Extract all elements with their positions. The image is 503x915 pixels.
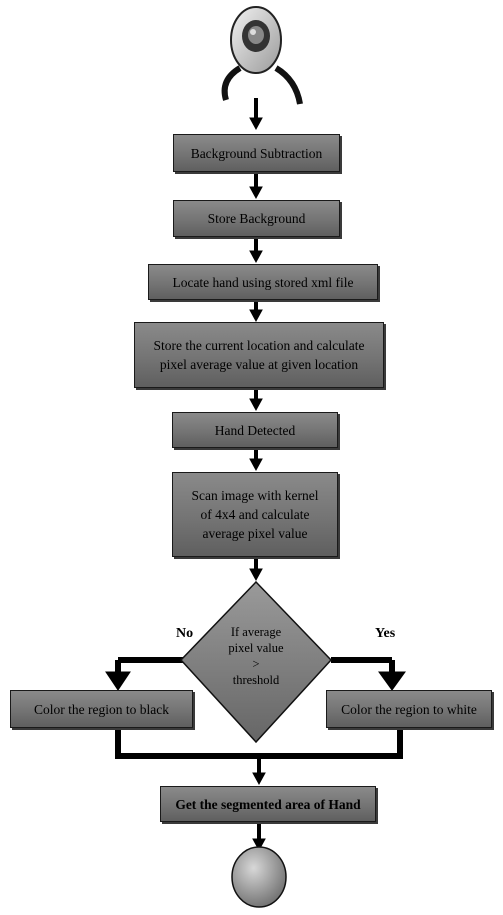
step-label: Color the region to black [34, 701, 169, 717]
step-label: Get the segmented area of Hand [175, 796, 361, 812]
color-black-step: Color the region to black [10, 690, 193, 728]
background-subtraction-step: Background Subtraction [173, 134, 340, 172]
step-label-line-1: Store the current location and calculate [153, 338, 365, 353]
yes-label: Yes [375, 626, 396, 641]
webcam-icon [221, 6, 303, 105]
segmented-area-step: Get the segmented area of Hand [160, 786, 376, 822]
step-label: Store Background [207, 211, 306, 226]
decision-diamond [179, 580, 333, 744]
step-label-line-3: average pixel value [202, 526, 308, 541]
decision-label: If average pixel value > threshold [206, 624, 306, 688]
store-location-step: Store the current location and calculate… [134, 322, 384, 388]
step-label: Locate hand using stored xml file [172, 274, 354, 290]
connector-arrows [105, 98, 406, 852]
color-white-step: Color the region to white [326, 690, 492, 728]
step-label: Hand Detected [214, 422, 296, 438]
decision-line-4: threshold [232, 673, 280, 687]
locate-hand-step: Locate hand using stored xml file [148, 264, 378, 300]
decision-line-2: pixel value [228, 641, 284, 655]
store-background-step: Store Background [173, 200, 340, 237]
terminal-circle [231, 846, 287, 908]
step-label-line-2: pixel average value at given location [159, 357, 359, 372]
step-label-line-1: Scan image with kernel [191, 488, 319, 503]
scan-image-step: Scan image with kernel of 4x4 and calcul… [172, 472, 338, 557]
hand-detected-step: Hand Detected [172, 412, 338, 448]
no-label: No [176, 626, 194, 641]
step-label: Color the region to white [341, 701, 477, 717]
decision-line-3: > [252, 657, 260, 671]
decision-line-1: If average [230, 625, 282, 639]
step-label: Background Subtraction [190, 145, 323, 161]
step-label-line-2: of 4x4 and calculate [200, 507, 310, 522]
